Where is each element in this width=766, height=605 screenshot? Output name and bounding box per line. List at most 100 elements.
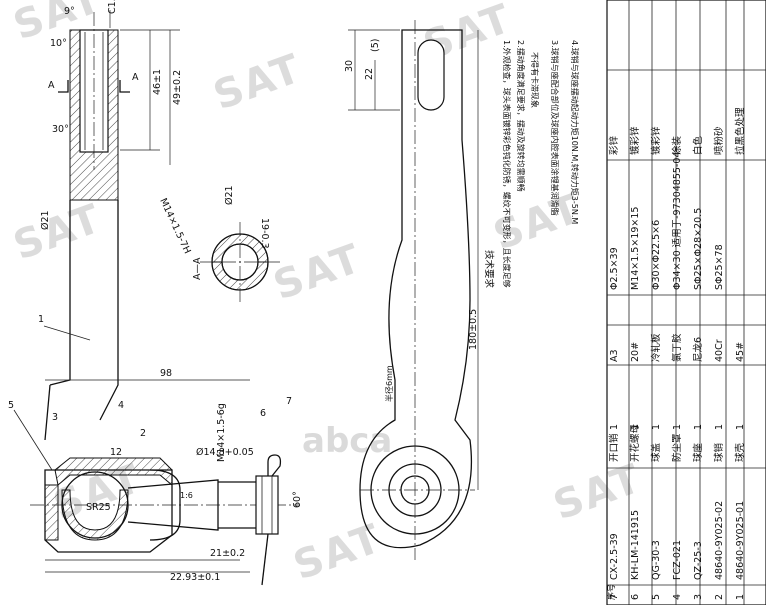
bom-cell-code: 48640-9Y025-02 bbox=[714, 501, 725, 580]
bom-cell-qty: 1 bbox=[651, 424, 662, 430]
dim-phi21-section: Ø21 bbox=[224, 185, 235, 205]
bom-cell-qty: 1 bbox=[630, 424, 641, 430]
watermark-logo-text: abca bbox=[302, 421, 392, 461]
dim-12: 12 bbox=[110, 447, 122, 458]
part-label-4: 4 bbox=[118, 400, 124, 411]
bom-cell-finish: 涂装 bbox=[671, 136, 683, 156]
watermark-text: SAT bbox=[8, 195, 108, 269]
angle-9-label: 9° bbox=[64, 6, 75, 17]
dim-46: 46±1 bbox=[152, 69, 163, 95]
castle-nut bbox=[255, 475, 279, 535]
dim-22-arm: 22 bbox=[364, 68, 375, 80]
bom-cell-code: QG-30-3 bbox=[651, 540, 662, 580]
bom-cell-code: QZ-25-3 bbox=[693, 541, 704, 580]
bom-cell-no: 3 bbox=[693, 594, 704, 600]
bom-cell-no: 2 bbox=[714, 594, 725, 600]
dim-m14-6g: M14×1.5-6g bbox=[216, 403, 227, 462]
bom-cell-spec: Φ30×Φ22.5×6 bbox=[651, 220, 662, 290]
bom-cell-spec: SΦ25×Φ28×20.5 bbox=[693, 208, 704, 290]
angle-10-label: 10° bbox=[50, 38, 67, 49]
radius-label: 半径6mm bbox=[384, 365, 394, 402]
bom-cell-finish: 彩锌 bbox=[608, 136, 620, 156]
thread-callout: M14×1.5-7H bbox=[157, 197, 192, 256]
bom-cell-qty: 1 bbox=[609, 424, 620, 430]
bom-cell-no: 1 bbox=[735, 594, 746, 600]
section-mark-a-left: A bbox=[48, 80, 55, 91]
taper-ratio: 1:6 bbox=[180, 491, 193, 500]
notes-title: 技术要求 bbox=[483, 250, 495, 289]
bom-cell-material: 尼龙6 bbox=[692, 337, 704, 362]
section-mark-a-right: A bbox=[132, 72, 139, 83]
watermark-text: SAT bbox=[268, 235, 368, 309]
bom-cell-material: A3 bbox=[609, 349, 620, 362]
bom-cell-material: 20# bbox=[630, 342, 641, 362]
bom-cell-name: 球壳 bbox=[734, 443, 746, 463]
bom-cell-name: 防尘罩 bbox=[671, 433, 683, 462]
ball-seat-section bbox=[61, 489, 129, 541]
bill-of-materials: 7CX-2.5-39开口销1A3Φ2.5×39彩锌6KH-LM-141915开花… bbox=[606, 0, 766, 605]
bom-cell-qty: 1 bbox=[672, 424, 683, 430]
arm-slot bbox=[417, 39, 445, 111]
bom-cell-material: 氯丁胶 bbox=[671, 333, 683, 362]
bom-cell-name: 球座 bbox=[692, 443, 704, 463]
bom-cell-code: 48640-9Y025-01 bbox=[735, 501, 746, 580]
note-4: 4.球销与球座摆动起动力矩10N.M,转动力矩3-5N.M bbox=[570, 40, 580, 224]
note-2: 2.摆动角度满足要求，摆动及旋转均需顺畅 bbox=[516, 40, 526, 192]
bom-cell-spec: SΦ25×78 bbox=[714, 244, 725, 290]
dim-21: 21±0.2 bbox=[210, 548, 245, 559]
bom-cell-no: 5 bbox=[651, 594, 662, 600]
dim-49: 49±0.2 bbox=[172, 70, 183, 105]
part-label-2: 2 bbox=[140, 428, 146, 439]
bom-cell-code: FCZ-021 bbox=[672, 540, 683, 580]
bom-cell-name: 开口销 bbox=[608, 433, 620, 462]
ball-stud bbox=[127, 479, 219, 531]
arm-outline bbox=[359, 29, 473, 549]
dim-sr25: SR25 bbox=[86, 502, 111, 513]
bom-cell-name: 开花螺母 bbox=[629, 424, 641, 462]
bom-cell-qty: 1 bbox=[714, 424, 725, 430]
bom-cell-name: 球销 bbox=[713, 443, 725, 463]
part-label-6: 6 bbox=[260, 408, 266, 419]
technical-notes: 技术要求 1.外观检查，球头表面镀锌彩色钝化防锈，螺纹不可变形，且长度足够 2.… bbox=[483, 40, 580, 289]
bom-cell-finish: 镀彩锌 bbox=[629, 126, 641, 155]
pitman-arm-view: 30 (5) 22 180±0.5 半径6mm bbox=[344, 20, 479, 560]
bom-cell-name: 球盖 bbox=[650, 443, 662, 463]
housing-cap-section bbox=[54, 457, 173, 487]
part-label-5: 5 bbox=[8, 400, 14, 411]
section-aa-label: A—A bbox=[192, 257, 203, 280]
dim-98: 98 bbox=[160, 368, 172, 379]
note-1: 1.外观检查，球头表面镀锌彩色钝化防锈，螺纹不可变形，且长度足够 bbox=[502, 40, 512, 288]
chamfer-label: C1.5 bbox=[107, 0, 118, 14]
note-3: 3.球销与座配合部位及球座内腔表面涂锂基润滑脂 bbox=[550, 40, 560, 216]
bom-cell-no: 4 bbox=[672, 594, 683, 600]
watermark-text: SAT bbox=[288, 515, 388, 589]
angle-30-label: 30° bbox=[52, 124, 69, 135]
bom-cell-material: 45# bbox=[735, 342, 746, 362]
bom-cell-spec: Φ2.5×39 bbox=[609, 247, 620, 290]
bom-cell-qty: 1 bbox=[693, 424, 704, 430]
bom-cell-finish: 白色 bbox=[692, 136, 704, 156]
dim-phi21-shaft: Ø21 bbox=[40, 210, 51, 230]
dim-22-93: 22.93±0.1 bbox=[170, 572, 220, 583]
bom-cell-code: CX-2.5-39 bbox=[609, 533, 620, 580]
part-label-1: 1 bbox=[38, 314, 44, 325]
angle-60-label: 60° bbox=[292, 491, 303, 508]
dim-19: 19-0.3 bbox=[259, 218, 270, 249]
bom-cell-finish: 拉黑色处理 bbox=[734, 107, 746, 155]
bom-cell-spec: M14×1.5×19×15 bbox=[630, 207, 641, 290]
cotter-pin bbox=[267, 454, 282, 477]
bom-cell-finish: 镀彩锌 bbox=[650, 126, 662, 155]
dim-5: (5) bbox=[370, 39, 381, 52]
dim-180: 180±0.5 bbox=[468, 309, 479, 350]
dim-phi14-8: Ø14.8+0.05 bbox=[196, 447, 254, 458]
bom-cell-code: KH-LM-141915 bbox=[630, 510, 641, 580]
dim-30: 30 bbox=[344, 60, 355, 72]
note-2b: 不得有卡滞现象 bbox=[530, 52, 540, 108]
bom-cell-no: 7 bbox=[609, 594, 620, 600]
bom-cell-qty: 1 bbox=[735, 424, 746, 430]
bom-header-no: 序号 bbox=[606, 584, 616, 600]
dust-boot bbox=[149, 469, 181, 541]
bom-cell-material: 冷轧板 bbox=[650, 333, 662, 362]
